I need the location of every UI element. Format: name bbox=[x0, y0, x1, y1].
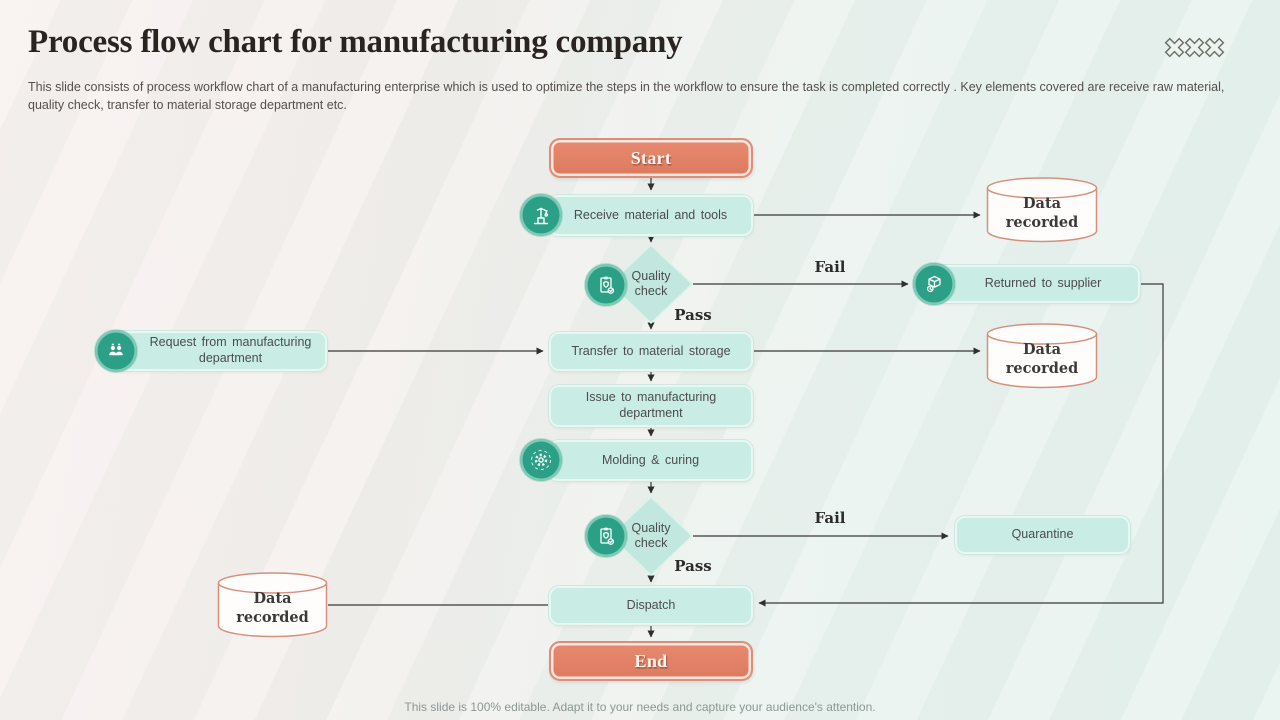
node-quality-check-2: Quality check bbox=[609, 496, 693, 576]
clipboard-check-icon bbox=[585, 515, 627, 557]
node-data-recorded-3: Data recorded bbox=[217, 571, 328, 639]
node-receive-material: Receive material and tools bbox=[548, 195, 753, 236]
crane-icon bbox=[520, 194, 562, 236]
node-start: Start bbox=[549, 138, 753, 178]
node-molding-label: Molding & curing bbox=[601, 452, 700, 467]
node-transfer: Transfer to material storage bbox=[549, 332, 753, 371]
node-data-recorded-1: Data recorded bbox=[986, 176, 1098, 244]
edge-label-fail-1: Fail bbox=[814, 258, 846, 276]
logo-placeholder bbox=[1162, 35, 1227, 60]
node-quarantine-label: Quarantine bbox=[1011, 527, 1074, 542]
edge-label-pass-2: Pass bbox=[674, 557, 712, 575]
node-quality-check-2-label: Quality check bbox=[631, 521, 671, 550]
node-request-label: Request from manufacturing department bbox=[149, 335, 312, 365]
node-issue-label: Issue to manufacturing department bbox=[585, 390, 717, 420]
people-icon bbox=[95, 330, 137, 372]
node-start-label: Start bbox=[630, 147, 672, 168]
x-cross-icon bbox=[1164, 37, 1185, 58]
node-returned-to-supplier-label: Returned to supplier bbox=[984, 276, 1102, 291]
package-return-icon bbox=[913, 263, 955, 305]
node-quality-check-1: Quality check bbox=[609, 244, 693, 324]
node-data-recorded-3-label: Data recorded bbox=[236, 590, 309, 626]
node-quality-check-1-label: Quality check bbox=[631, 269, 671, 298]
node-end: End bbox=[549, 641, 753, 681]
node-data-recorded-1-label: Data recorded bbox=[1005, 195, 1079, 231]
node-transfer-label: Transfer to material storage bbox=[571, 343, 731, 358]
gear-icon bbox=[520, 439, 562, 481]
x-cross-icon bbox=[1184, 37, 1205, 58]
node-molding: Molding & curing bbox=[548, 440, 753, 481]
node-quarantine: Quarantine bbox=[955, 516, 1130, 554]
node-returned-to-supplier: Returned to supplier bbox=[920, 265, 1140, 303]
slide-footer-note: This slide is 100% editable. Adapt it to… bbox=[404, 700, 876, 714]
node-receive-material-label: Receive material and tools bbox=[573, 207, 728, 222]
slide-description: This slide consists of process workflow … bbox=[28, 80, 1225, 112]
node-data-recorded-2: Data recorded bbox=[986, 322, 1098, 390]
node-issue: Issue to manufacturing department bbox=[549, 385, 753, 427]
cylinder-shape bbox=[217, 572, 328, 638]
node-end-label: End bbox=[634, 650, 668, 671]
cylinder-shape bbox=[986, 323, 1098, 389]
node-data-recorded-2-label: Data recorded bbox=[1005, 341, 1079, 377]
node-quality-check-2-shape bbox=[609, 496, 693, 576]
node-dispatch-label: Dispatch bbox=[626, 597, 676, 612]
x-cross-icon bbox=[1204, 37, 1225, 58]
node-request: Request from manufacturing department bbox=[104, 331, 327, 371]
node-quality-check-1-shape bbox=[609, 244, 693, 324]
edge-label-fail-2: Fail bbox=[814, 509, 846, 527]
cylinder-shape bbox=[986, 177, 1098, 243]
node-dispatch: Dispatch bbox=[549, 586, 753, 625]
edge-label-pass-1: Pass bbox=[674, 306, 712, 324]
page-title: Process flow chart for manufacturing com… bbox=[28, 24, 683, 60]
clipboard-check-icon bbox=[585, 264, 627, 306]
